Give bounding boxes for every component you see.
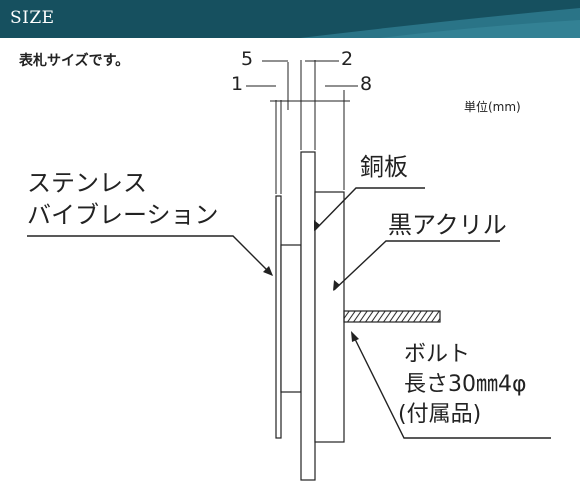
section-header: SIZE (0, 0, 580, 38)
stainless-label-line1: ステンレス (27, 169, 147, 197)
dimension-label-8: 8 (360, 73, 373, 95)
bolt-label-line1: ボルト (404, 342, 471, 367)
acrylic-leader-line (333, 240, 500, 291)
bolt-shape (343, 310, 441, 323)
stainless-leader-line (27, 235, 273, 276)
dimension-label-1: 1 (231, 73, 244, 95)
page-subtitle: 表札サイズです。 (19, 53, 130, 69)
arrowhead (351, 331, 359, 342)
dimension-label-5: 5 (241, 48, 254, 70)
unit-label: 単位(mm) (464, 100, 521, 114)
copper-leader-line (314, 187, 425, 231)
copper-plate-shape (300, 151, 316, 481)
copper-label: 銅板 (360, 153, 408, 181)
bolt-leader-line (351, 332, 551, 439)
dimension-label-2: 2 (341, 48, 354, 70)
acrylic-plate-shape (314, 191, 345, 443)
header-title: SIZE (10, 8, 55, 28)
acrylic-label: 黒アクリル (388, 211, 507, 239)
arrowhead (263, 266, 273, 276)
arrowhead (314, 220, 320, 231)
stainless-label-line2: バイブレーション (27, 201, 219, 229)
bolt-label-line2: 長さ30㎜4φ (404, 372, 527, 397)
bolt-label-line3: (付属品) (398, 402, 482, 427)
stainless-plate-shape (275, 195, 282, 439)
spacer-shape (280, 244, 302, 393)
arrowhead (333, 280, 340, 291)
header-swoosh-decoration (300, 8, 580, 38)
